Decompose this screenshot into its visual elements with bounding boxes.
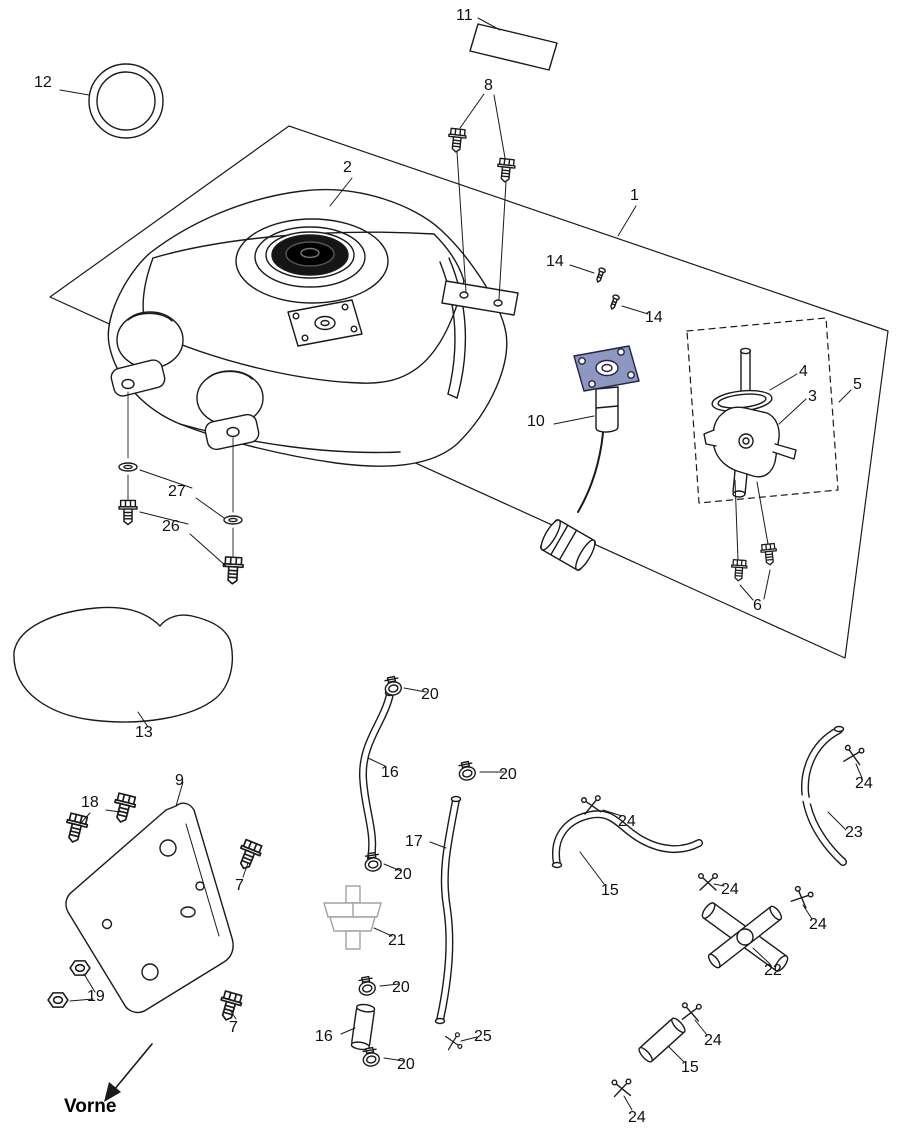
part-27-washers	[118, 391, 243, 525]
part-12-oring	[88, 63, 164, 139]
part-14-screws	[594, 266, 621, 311]
part-10-fuel-sender	[539, 345, 640, 571]
part-5-petcock-box	[686, 317, 839, 504]
tank-right-bracket	[441, 280, 519, 316]
filler-cap	[235, 218, 389, 304]
tank-top-plate	[287, 299, 363, 347]
part-15-tube-lower	[638, 1017, 686, 1063]
part-4-strainer-gasket	[711, 347, 773, 415]
part-9-bracket	[65, 802, 234, 1014]
part-26-bolts	[118, 474, 245, 586]
leader-lines	[59, 17, 863, 1111]
part-17-hose	[434, 795, 462, 1025]
part-6-bolts	[729, 479, 779, 582]
front-label: Vorne	[64, 1096, 117, 1117]
part-25-clip	[444, 1031, 463, 1052]
part-16-hose-upper	[358, 689, 396, 862]
part-18-bolts	[61, 791, 138, 846]
part-8-bolts	[446, 127, 517, 300]
part-15-hose-upper	[551, 810, 703, 869]
part-16-tube-lower	[350, 1003, 376, 1051]
part-11-plate	[469, 23, 558, 71]
tank-left-pods	[110, 311, 264, 451]
part-13-pad	[13, 606, 234, 723]
part-2-fuel-tank	[107, 188, 519, 467]
part-23-hose	[796, 725, 847, 866]
part-21-fuel-filter	[323, 885, 382, 950]
part-22-cross-fitting	[701, 902, 789, 972]
front-arrow	[104, 1043, 153, 1102]
part-3-petcock	[703, 406, 797, 498]
part-1-boundary-frame	[49, 125, 889, 659]
